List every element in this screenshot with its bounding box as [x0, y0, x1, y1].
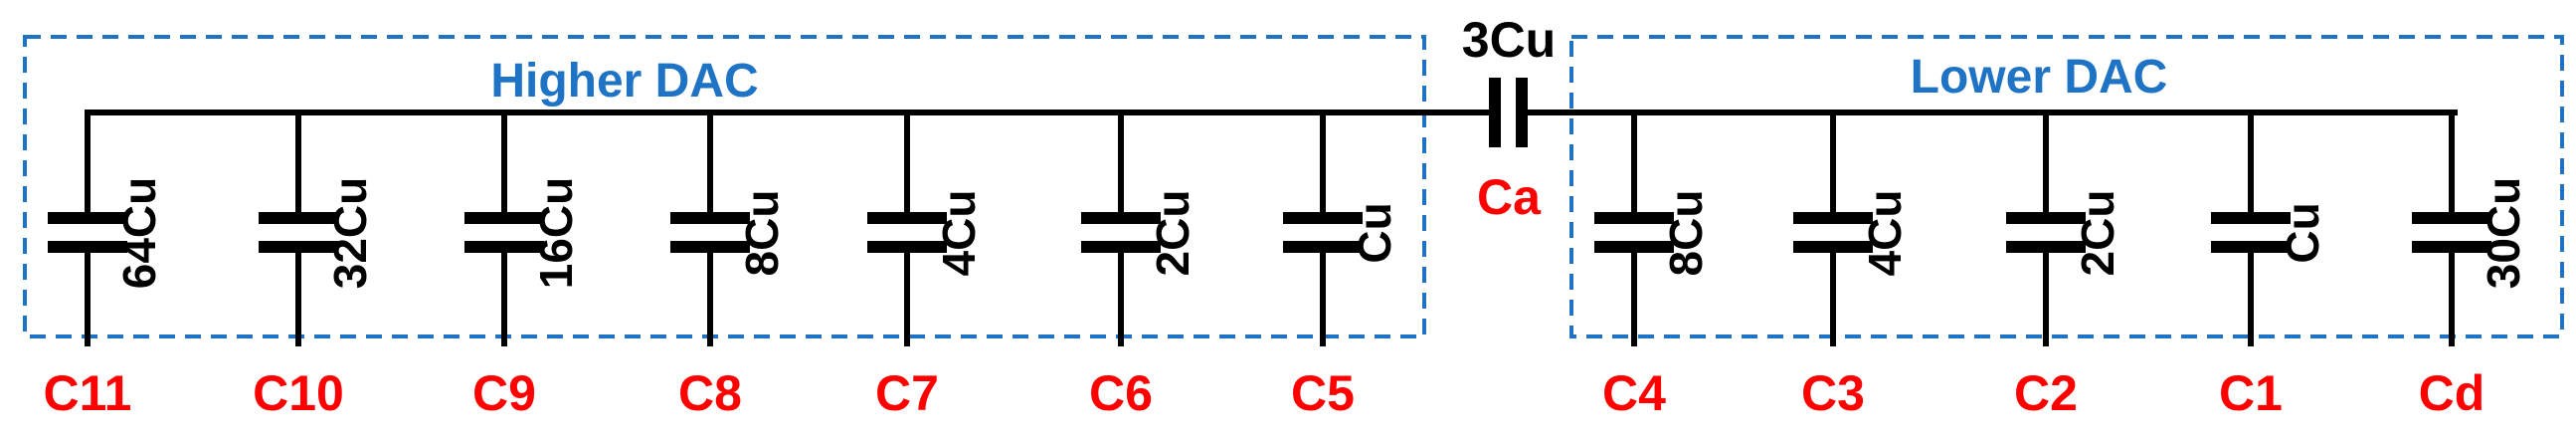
capacitor-value: 8Cu [736, 190, 788, 277]
capacitor-value: 8Cu [1660, 190, 1712, 277]
node-label: C9 [472, 365, 536, 421]
node-label: C7 [875, 365, 939, 421]
node-label: C1 [2219, 365, 2283, 421]
node-label: C5 [1291, 365, 1355, 421]
node-label: C8 [678, 365, 742, 421]
higher-dac-box [23, 35, 1426, 338]
coupling-capacitor: 3Cu Ca [1462, 12, 1556, 225]
capacitor-value: 4Cu [1859, 190, 1911, 277]
capacitor-value: 2Cu [2072, 190, 2123, 277]
capacitor-value: Cu [1349, 202, 1400, 263]
capacitor-value: 32Cu [324, 177, 376, 289]
capacitor-value: 64Cu [113, 177, 165, 289]
coupling-capacitor-value: 3Cu [1462, 12, 1556, 68]
capacitor-value: 30Cu [2478, 177, 2529, 289]
higher-dac-title: Higher DAC [490, 55, 758, 108]
node-label: C4 [1602, 365, 1666, 421]
node-label: C11 [44, 365, 132, 421]
coupling-capacitor-name: Ca [1477, 169, 1542, 225]
capacitor-value: 4Cu [933, 190, 985, 277]
node-label: C10 [253, 365, 344, 421]
node-label: C3 [1801, 365, 1865, 421]
capacitor-value: 2Cu [1147, 190, 1198, 277]
capacitor-value: Cu [2277, 202, 2328, 263]
node-label: Cd [2419, 365, 2485, 421]
lower-dac-box [1569, 35, 2564, 338]
node-label: C6 [1089, 365, 1153, 421]
lower-dac-title: Lower DAC [1911, 51, 2168, 104]
node-label: C2 [2014, 365, 2078, 421]
capacitor-value: 16Cu [530, 177, 582, 289]
